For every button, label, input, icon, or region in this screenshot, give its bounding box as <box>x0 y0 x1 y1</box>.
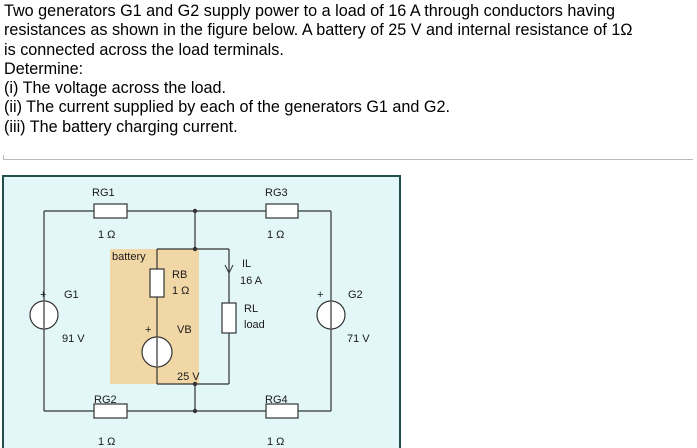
label-g2-plus: + <box>317 289 323 301</box>
label-g1-plus: + <box>40 289 46 301</box>
junction-battery-top <box>192 246 198 252</box>
resistor-rg3 <box>265 203 299 219</box>
label-rb: RB <box>172 269 187 281</box>
problem-line-2: resistances as shown in the figure below… <box>4 21 633 40</box>
problem-line-7: (iii) The battery charging current. <box>4 117 238 136</box>
label-g1: G1 <box>64 289 79 301</box>
label-rg3: RG3 <box>265 187 288 199</box>
junction-top <box>192 208 198 214</box>
label-rb-value: 1 Ω <box>172 285 189 297</box>
label-rl-value: load <box>244 319 265 331</box>
label-g1-value: 91 V <box>62 333 85 345</box>
problem-statement: Two generators G1 and G2 supply power to… <box>4 2 694 137</box>
label-rg4: RG4 <box>265 394 288 406</box>
label-rg4-value: 1 Ω <box>267 436 284 448</box>
section-divider <box>3 159 693 160</box>
current-arrow-icon <box>224 264 234 275</box>
label-rg3-value: 1 Ω <box>267 229 284 241</box>
resistor-rg4 <box>265 403 299 419</box>
label-rl: RL <box>244 303 258 315</box>
junction-battery-bottom <box>192 381 198 387</box>
junction-bottom <box>192 408 198 414</box>
problem-line-6: (ii) The current supplied by each of the… <box>4 98 451 117</box>
label-vb-value: 25 V <box>177 371 200 383</box>
label-battery: battery <box>112 251 146 263</box>
label-vb: VB <box>177 324 192 336</box>
circuit-svg: RG1 1 Ω RG3 1 Ω RG2 1 Ω RG4 1 Ω battery … <box>29 187 370 448</box>
circuit-diagram: RG1 1 Ω RG3 1 Ω RG2 1 Ω RG4 1 Ω battery … <box>2 175 401 448</box>
label-il-value: 16 A <box>240 275 263 287</box>
label-rg1-value: 1 Ω <box>98 229 115 241</box>
label-il: IL <box>242 258 251 270</box>
label-rg2: RG2 <box>94 394 117 406</box>
resistor-rg1 <box>93 203 128 219</box>
problem-line-3: is connected across the load terminals. <box>4 40 284 59</box>
label-rg2-value: 1 Ω <box>98 436 115 448</box>
label-vb-plus: + <box>145 324 151 336</box>
divider-tick <box>3 155 4 160</box>
problem-line-5: (i) The voltage across the load. <box>4 79 226 98</box>
resistor-rb <box>149 268 165 298</box>
label-g2-value: 71 V <box>347 333 370 345</box>
resistor-rg2 <box>93 403 128 419</box>
problem-line-4: Determine: <box>4 59 84 78</box>
label-g2: G2 <box>348 289 363 301</box>
label-rg1: RG1 <box>92 187 115 199</box>
problem-line-1: Two generators G1 and G2 supply power to… <box>4 2 616 20</box>
resistor-rl <box>221 302 237 334</box>
